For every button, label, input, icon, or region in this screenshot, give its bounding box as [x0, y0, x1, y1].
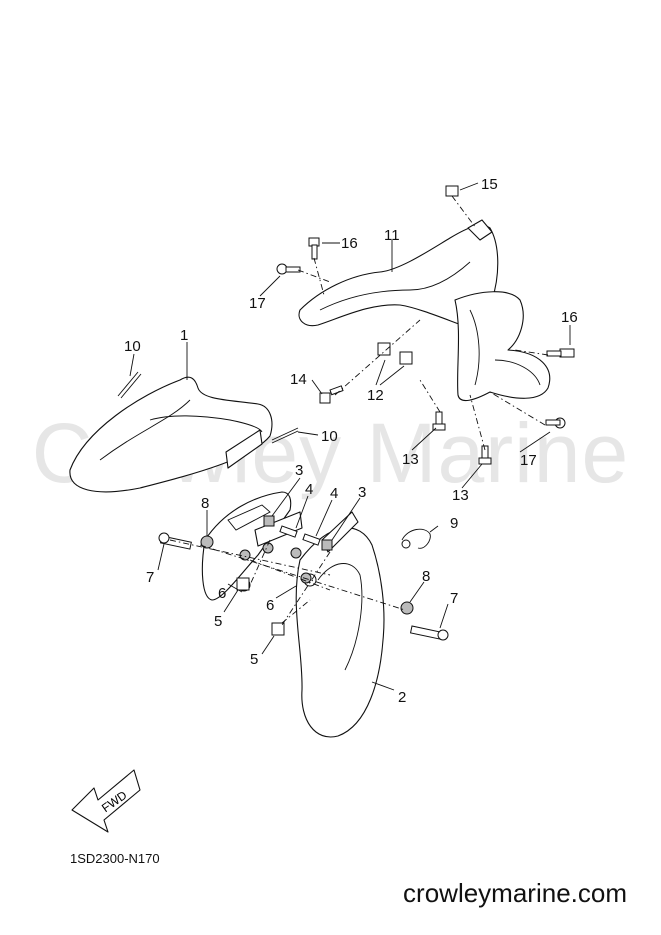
nut-part-6-c	[290, 547, 302, 559]
callout-6-right: 6	[266, 597, 274, 614]
screw-part-4	[279, 525, 298, 538]
clip-part-12-b	[399, 351, 413, 365]
callout-16-right: 16	[561, 309, 578, 326]
nut-part-15	[445, 185, 459, 197]
diagram-code: 1SD2300-N170	[70, 851, 160, 866]
callout-5-lower: 5	[250, 651, 258, 668]
callout-9: 9	[450, 515, 458, 532]
callout-12: 12	[367, 387, 384, 404]
callout-13-left: 13	[402, 451, 419, 468]
callout-10-upper: 10	[124, 338, 141, 355]
leader-lines	[129, 182, 571, 691]
callout-10-right: 10	[321, 428, 338, 445]
callout-17-left: 17	[249, 295, 266, 312]
callout-8-left: 8	[201, 495, 209, 512]
callout-6-left: 6	[218, 585, 226, 602]
nut-part-5	[236, 577, 250, 591]
nut-part-3-right	[321, 539, 333, 551]
fwd-arrow-icon: FWD	[71, 769, 141, 833]
strip-part-10-b	[271, 427, 299, 441]
callout-13-right: 13	[452, 487, 469, 504]
callout-3-left: 3	[295, 462, 303, 479]
clamp-part-9	[401, 528, 431, 549]
bolt-part-13-b	[478, 445, 492, 465]
callout-1: 1	[180, 327, 188, 344]
bolt-part-16-b	[546, 348, 575, 358]
nut-part-6-b	[262, 542, 274, 554]
callout-7-left: 7	[146, 569, 154, 586]
callout-11: 11	[384, 227, 400, 244]
screw-part-4-right	[302, 533, 321, 546]
assembly-lines	[169, 195, 549, 626]
bolt-part-16	[308, 237, 320, 260]
hardware-group	[117, 185, 575, 641]
bolt-part-13	[432, 411, 446, 431]
lower-fender-part-2	[201, 491, 385, 738]
bolt-part-7	[158, 532, 192, 550]
clip-part-12	[377, 342, 391, 356]
bolt-part-7-right	[409, 625, 449, 641]
callout-16-left: 16	[341, 235, 358, 252]
strip-part-10	[117, 371, 139, 397]
callout-14: 14	[290, 371, 307, 388]
callout-4-left: 4	[305, 481, 313, 498]
callout-numbers: 1 2 3 3 4 4 5 5 6 6 7 7 8 8 9 10 10 11 1…	[124, 176, 578, 706]
upper-cover-part-11	[298, 219, 551, 402]
callout-5-upper: 5	[214, 613, 222, 630]
nut-part-3	[263, 515, 275, 527]
bolt-part-17	[276, 263, 301, 275]
callout-3-right: 3	[358, 484, 366, 501]
bolt-part-14	[319, 385, 344, 404]
callout-17-right: 17	[520, 452, 537, 469]
callout-2: 2	[398, 689, 406, 706]
nut-part-5-lower	[271, 622, 285, 636]
front-fender-part-1	[69, 376, 273, 493]
callout-15: 15	[481, 176, 498, 193]
website-label: crowleymarine.com	[403, 878, 627, 908]
callout-7-right: 7	[450, 590, 458, 607]
washer-part-8-right	[400, 601, 414, 615]
bolt-part-17-b	[545, 417, 566, 429]
callout-8-right: 8	[422, 568, 430, 585]
callout-4-right: 4	[330, 485, 338, 502]
nut-part-6-d	[300, 572, 312, 584]
